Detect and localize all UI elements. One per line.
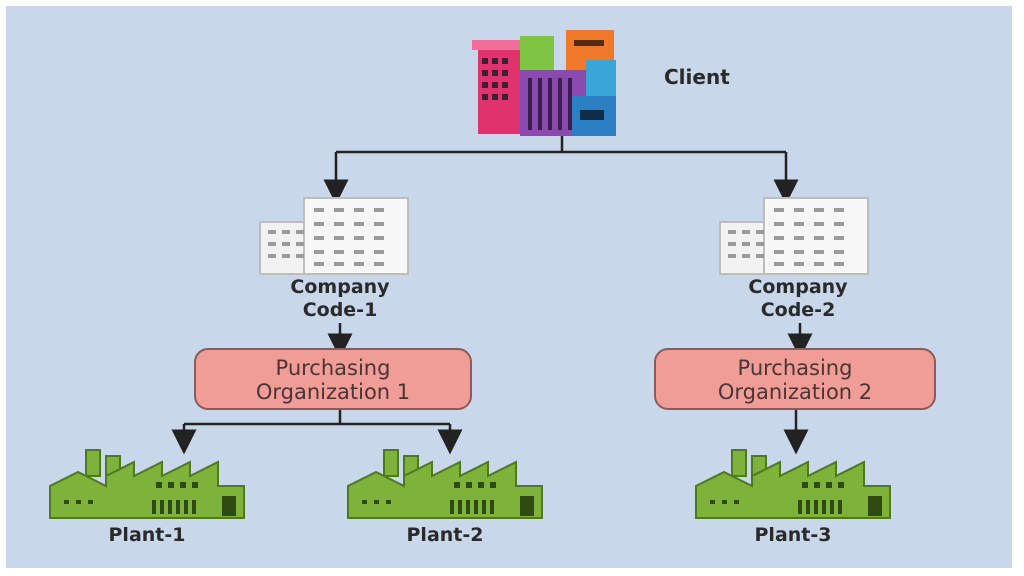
company-code-2-label-line2: Code-2 bbox=[760, 299, 836, 321]
company-code-1-label-line2: Code-1 bbox=[302, 299, 378, 321]
purchasing-org-2-box: Purchasing Organization 2 bbox=[654, 348, 936, 410]
company-code-1-label-line1: Company bbox=[290, 276, 390, 298]
plant-1-label: Plant-1 bbox=[108, 524, 186, 546]
plant-3-factory-icon bbox=[695, 449, 891, 519]
purchasing-org-2-line2: Organization 2 bbox=[717, 380, 873, 404]
purchasing-org-2-line1: Purchasing bbox=[737, 356, 853, 380]
purchasing-org-1-line1: Purchasing bbox=[275, 356, 391, 380]
plant-1-factory-icon bbox=[49, 449, 245, 519]
company-code-1-building-icon bbox=[259, 197, 409, 275]
company-code-2-building-icon bbox=[719, 197, 869, 275]
purchasing-org-1-box: Purchasing Organization 1 bbox=[194, 348, 472, 410]
client-buildings-icon bbox=[472, 30, 616, 136]
client-label: Client bbox=[664, 65, 730, 89]
purchasing-org-1-line2: Organization 1 bbox=[255, 380, 411, 404]
company-code-2-label-line1: Company bbox=[748, 276, 848, 298]
plant-2-label: Plant-2 bbox=[406, 524, 484, 546]
plant-2-factory-icon bbox=[347, 449, 543, 519]
plant-3-label: Plant-3 bbox=[754, 524, 832, 546]
